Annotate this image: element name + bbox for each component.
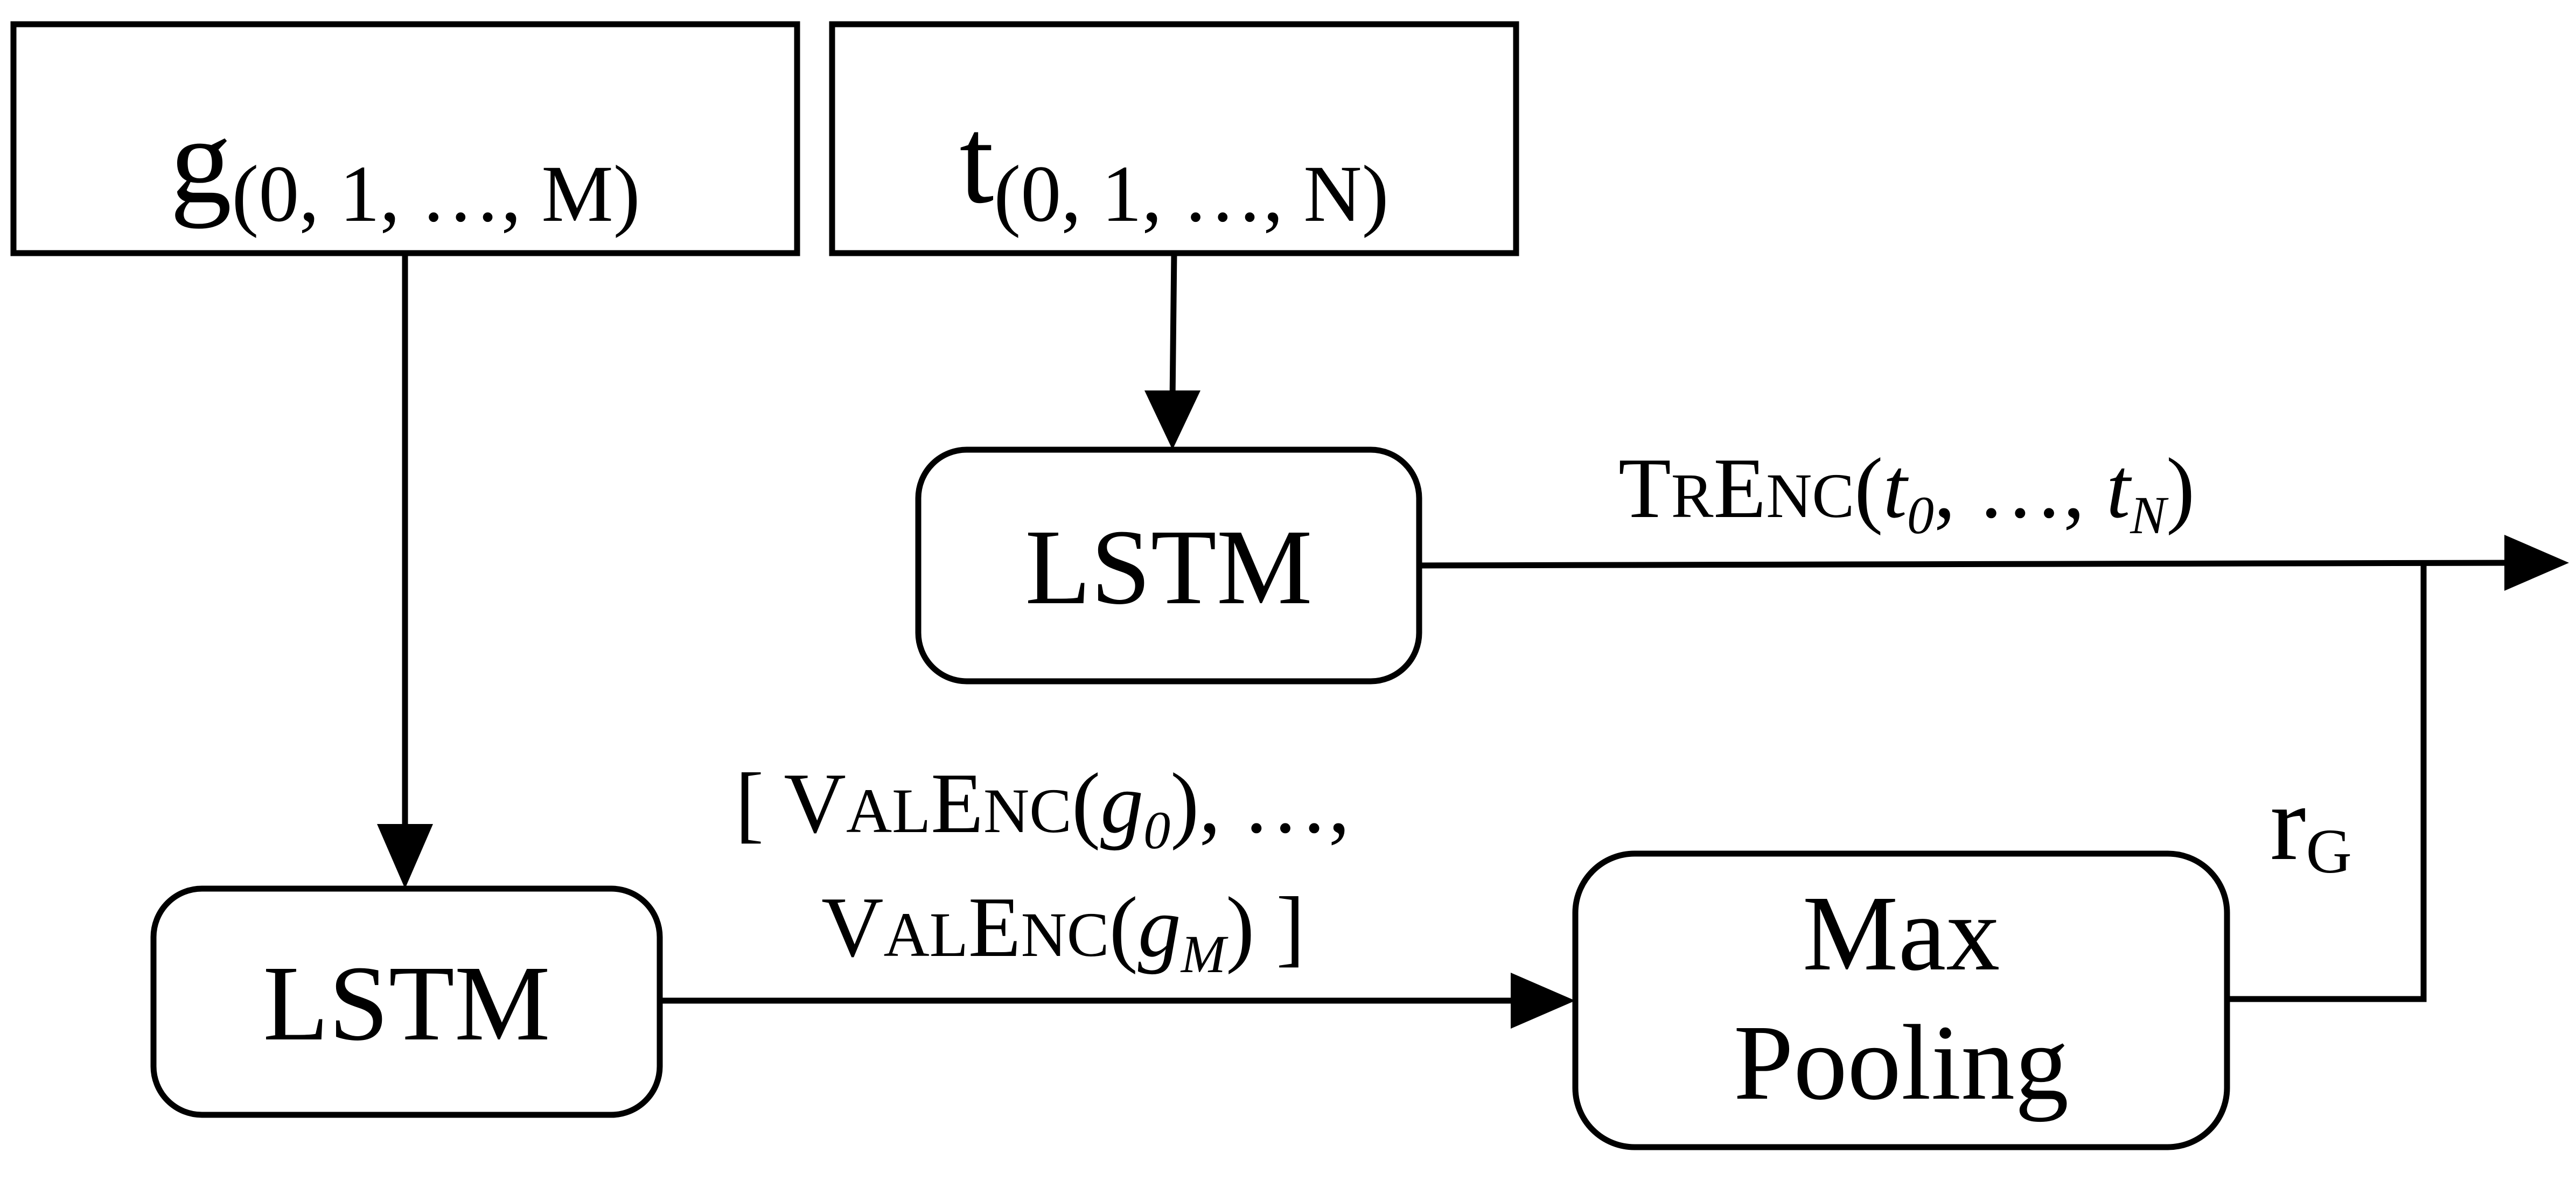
arrowhead-lstm-bottom <box>377 824 433 889</box>
input-t-subscript: (0, 1, …, N) <box>994 149 1388 239</box>
lstm-top-label: LSTM <box>1025 508 1312 627</box>
valenc-label-line2: VALENC(gM) ] <box>821 879 1305 984</box>
input-g-label: g(0, 1, …, M) <box>170 92 640 239</box>
r-g-label: rG <box>2270 764 2352 886</box>
input-g-subscript: (0, 1, …, M) <box>232 149 640 239</box>
lstm-bottom-label: LSTM <box>263 944 550 1063</box>
input-g-box <box>10 21 800 256</box>
input-t-box <box>829 21 1519 256</box>
edge-lstm-top-output <box>1419 560 2516 569</box>
arrowhead-output <box>2504 535 2569 591</box>
max-pooling-line2: Pooling <box>1734 1003 2069 1122</box>
valenc-label-line1: [ VALENC(g0), …, <box>735 755 1350 860</box>
input-t-symbol: t <box>959 92 994 229</box>
edge-t-to-lstm-top <box>1169 253 1177 402</box>
edge-max-pooling-to-output <box>2227 563 2427 1002</box>
input-g-symbol: g <box>170 92 232 229</box>
max-pooling-line1: Max <box>1803 874 2000 993</box>
input-t-label: t(0, 1, …, N) <box>959 92 1388 239</box>
arrowhead-max-pooling <box>1511 973 1575 1029</box>
trenc-label: TRENC(t0, …, tN) <box>1618 440 2195 545</box>
arrowhead-lstm-top <box>1144 390 1200 450</box>
